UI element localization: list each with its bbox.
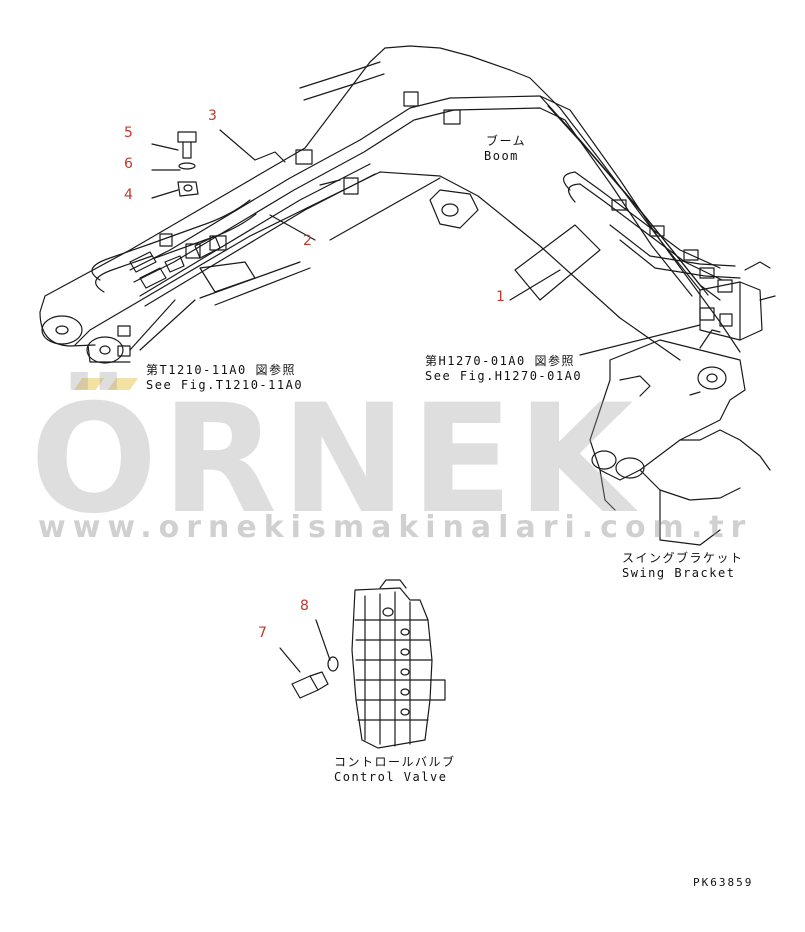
callout-5: 5 [124,125,133,141]
boom-label-en: Boom [484,149,519,163]
watermark-brand: ÖRNEK [30,373,638,547]
watermark-url: www.ornekismakinalari.com.tr [38,510,753,545]
callout-7: 7 [258,625,267,641]
callout-6: 6 [124,156,133,172]
ref-t1210-en: See Fig.T1210-11A0 [146,378,304,392]
figure-code: PK63859 [693,876,754,889]
boom-label-jp: ブーム [486,134,527,148]
ref-t1210-jp: 第T1210-11A0 図参照 [146,363,296,377]
swing-bracket-label-en: Swing Bracket [622,566,736,580]
callout-4: 4 [124,187,133,203]
ref-h1270-jp: 第H1270-01A0 図参照 [425,354,575,368]
callout-8: 8 [300,598,309,614]
callout-3: 3 [208,108,217,124]
swing-bracket-label-jp: スイングブラケット [622,551,744,565]
control-valve-label-en: Control Valve [334,770,448,784]
ref-h1270-en: See Fig.H1270-01A0 [425,369,583,383]
control-valve-label-jp: コントロールバルブ [334,755,456,769]
callout-1: 1 [496,289,505,305]
callout-2: 2 [303,233,312,249]
